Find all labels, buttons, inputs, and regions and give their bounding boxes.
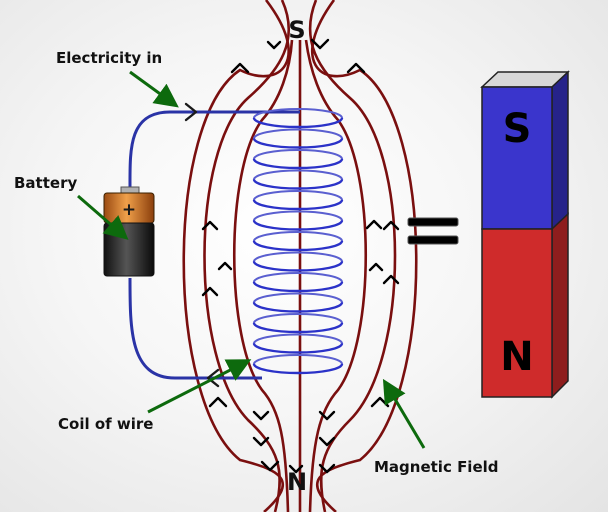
magnet-north-half [481, 228, 553, 398]
coil-turn-back [253, 210, 343, 221]
field-arrow-up [370, 396, 390, 408]
coil-bottom-pole-label: N [287, 468, 307, 496]
label-electricity-in: Electricity in [56, 49, 162, 67]
coil-turn-front [252, 138, 344, 149]
battery-terminal [120, 186, 140, 194]
field-arrow-down [252, 436, 270, 447]
field-arrow-up [201, 286, 219, 297]
coil-of-wire [252, 108, 344, 375]
bar-magnet: S N [480, 70, 570, 399]
coil-turn-back [253, 292, 343, 303]
coil-turn-front [252, 363, 344, 375]
field-arrow-up [230, 62, 250, 74]
field-line-left-outer [182, 0, 290, 512]
coil-turn-back [253, 190, 343, 201]
coil-turn-front [252, 199, 344, 211]
field-arrow-up [346, 62, 366, 74]
label-coil-of-wire: Coil of wire [58, 415, 153, 433]
coil-turn-front [252, 240, 344, 252]
coil-turn-back [253, 149, 343, 160]
coil-turn-front [252, 302, 344, 313]
coil-turn-front [252, 261, 344, 272]
magnetic-field-lines [182, 0, 418, 512]
field-arrow-down [310, 38, 330, 50]
field-arrow-down [318, 463, 336, 474]
coil-top-pole-label: S [288, 16, 305, 44]
magnet-side-south [551, 70, 569, 231]
field-arrow-down [288, 464, 304, 474]
coil-turn-back [253, 128, 343, 139]
magnet-north-label: N [500, 334, 533, 380]
coil-turn-back [253, 108, 343, 119]
coil-turn-back [253, 272, 343, 283]
battery-black-body [103, 222, 155, 277]
field-arrow-up [201, 220, 219, 231]
magnet-side-north [551, 212, 569, 399]
field-arrow-down [318, 410, 336, 421]
coil-turn-front [252, 158, 344, 170]
field-line-left-inner [232, 39, 294, 512]
battery-wires [128, 102, 300, 388]
field-arrow-up [208, 396, 228, 408]
field-arrow-up [382, 220, 400, 231]
field-arrow-down [318, 436, 336, 447]
coil-turn-back [253, 251, 343, 262]
current-arrow-top [184, 102, 198, 122]
magnet-south-label: S [503, 106, 532, 152]
coil-turn-front [252, 343, 344, 354]
pointer-battery [77, 194, 129, 240]
coil-turn-back [253, 169, 343, 180]
pointer-electricity-in [129, 70, 179, 108]
coil-turn-front [252, 220, 344, 231]
label-magnetic-field: Magnetic Field [374, 458, 499, 476]
top-wire [128, 110, 300, 191]
field-arrow-down [252, 410, 270, 421]
battery: + [103, 186, 155, 277]
field-arrows [201, 38, 400, 474]
coil-turn-back [253, 333, 343, 344]
coil-turn-back [253, 231, 343, 242]
coil-turn-front [252, 179, 344, 190]
equals-sign [407, 217, 459, 245]
coil-turn-front [252, 322, 344, 334]
label-battery: Battery [14, 174, 77, 192]
label-pointers [77, 70, 426, 449]
field-line-left-mid [203, 0, 291, 512]
field-arrow-down [260, 460, 280, 472]
coil-turn-back [253, 313, 343, 324]
pointer-magnetic-field [382, 378, 426, 449]
field-arrow-down [266, 40, 282, 50]
current-arrow-bottom [206, 368, 220, 388]
coil-turn-front [252, 117, 344, 129]
bottom-wire [128, 277, 262, 380]
field-line-right-inner [304, 39, 368, 512]
field-arrow-up [217, 261, 233, 271]
coil-turn-front [252, 281, 344, 293]
field-arrow-up [382, 274, 400, 285]
field-arrow-up [365, 219, 383, 230]
pointer-coil-of-wire [147, 359, 252, 414]
coil-turn-back [253, 354, 343, 365]
field-line-right-mid [308, 0, 397, 512]
battery-plus-sign: + [122, 200, 136, 220]
field-arrow-up [368, 262, 384, 272]
